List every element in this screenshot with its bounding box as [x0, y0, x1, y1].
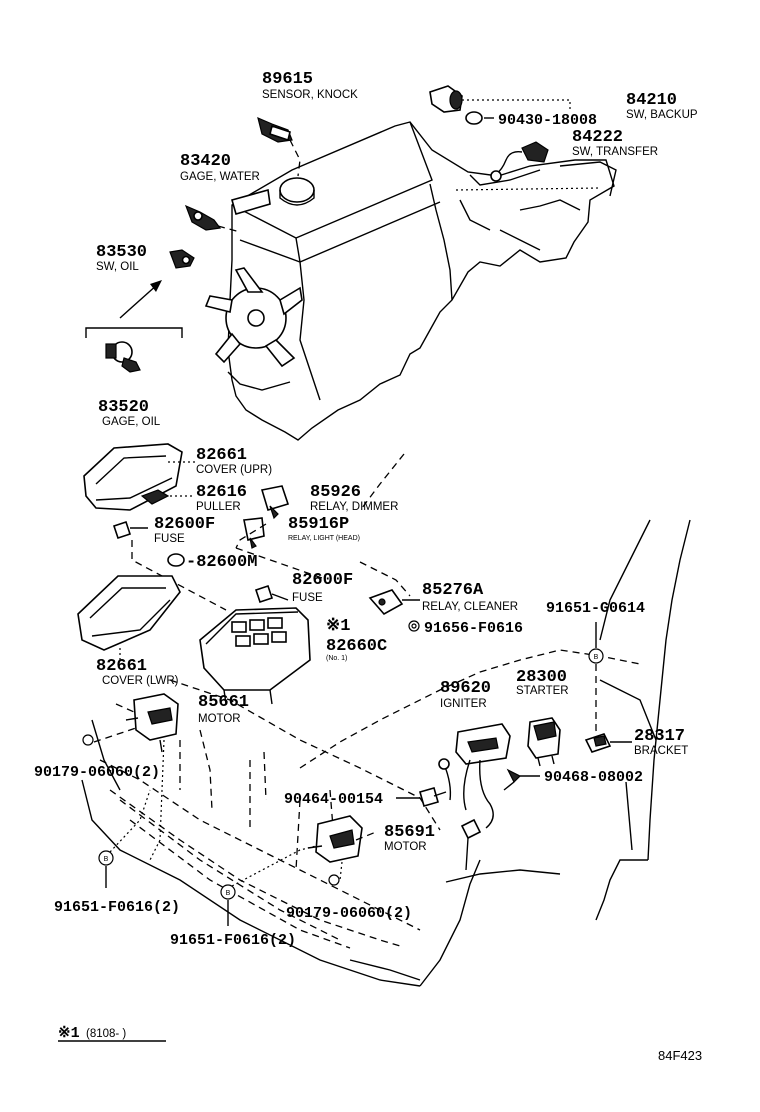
part-name-backup-switch: SW, BACKUP: [626, 109, 698, 121]
footnote-mark: ※1: [58, 1025, 80, 1042]
footnote-text: (8108- ): [86, 1028, 126, 1040]
bolt-marker-icon: B: [98, 850, 114, 866]
part-name-transfer-switch: SW, TRANSFER: [572, 146, 658, 158]
puller-icon: [140, 489, 194, 505]
part-number-91651-F0616-a: 91651-F0616(2): [54, 899, 180, 916]
headlight-cleaner-motor-icon: [125, 693, 179, 753]
part-number-91651-G0614: 91651-G0614: [546, 600, 645, 617]
bracket-icon: [584, 733, 612, 753]
part-number-91651-F0616-b: 91651-F0616(2): [170, 932, 296, 949]
fuse-block-icon: [199, 607, 311, 705]
part-name-water-gage: GAGE, WATER: [180, 171, 260, 183]
part-number-90464: 90464-00154: [284, 791, 383, 808]
part-number-85691: 85691: [384, 823, 435, 842]
clip-icon: [503, 768, 522, 791]
washer-icon: [82, 734, 340, 886]
knock-sensor-icon: [257, 116, 293, 143]
svg-text:B: B: [104, 856, 109, 863]
part-name-igniter: IGNITER: [440, 698, 487, 710]
starter-icon: [527, 717, 561, 767]
applicability-mark: ※1: [326, 617, 350, 636]
part-name-fuse-a: FUSE: [154, 533, 185, 545]
part-name-motor-a: MOTOR: [198, 713, 241, 725]
part-name-knock-sensor: SENSOR, KNOCK: [262, 89, 358, 101]
part-number-82600F-a: 82600F: [154, 515, 215, 534]
part-name-cleaner-relay: RELAY, CLEANER: [422, 601, 518, 613]
fan-icon: [204, 267, 303, 368]
vehicle-body-illustration: [81, 519, 691, 987]
dimmer-relay-icon: [260, 485, 290, 520]
part-name-oil-gage: GAGE, OIL: [102, 416, 161, 428]
fuse-icon: [112, 520, 148, 540]
backup-switch-icon: [429, 85, 463, 113]
part-name-fuse-block: (No. 1): [326, 655, 347, 662]
part-number-91656: 91656-F0616: [424, 620, 523, 637]
part-number-90430: 90430-18008: [498, 112, 597, 129]
part-number-89620: 89620: [440, 679, 491, 698]
part-name-headlight-relay: RELAY, LIGHT (HEAD): [288, 535, 360, 542]
fuse-icon: [254, 584, 274, 604]
part-name-starter: STARTER: [516, 685, 569, 697]
igniter-icon: [438, 723, 511, 871]
cleaner-relay-icon: [368, 589, 404, 616]
part-name-puller: PULLER: [196, 501, 241, 513]
part-name-bracket: BRACKET: [634, 745, 688, 757]
part-number-84210: 84210: [626, 91, 677, 110]
part-number-82661-upper: 82661: [196, 446, 247, 465]
nut-icon: [408, 620, 420, 632]
part-name-oil-switch: SW, OIL: [96, 261, 139, 273]
cover-upper-icon: [83, 443, 196, 511]
part-number-82616: 82616: [196, 483, 247, 502]
bolt-marker-icon: B: [588, 648, 604, 664]
headlight-relay-icon: [243, 517, 265, 549]
gasket-icon: [465, 111, 483, 125]
part-name-fuse-b: FUSE: [292, 592, 323, 604]
part-name-motor-b: MOTOR: [384, 841, 427, 853]
engine-illustration: [204, 121, 617, 441]
oil-gage-icon: [105, 341, 141, 373]
part-number-90179-a: 90179-06060(2): [34, 764, 160, 781]
svg-text:B: B: [594, 654, 599, 661]
part-name-cover-upper: COVER (UPR): [196, 464, 272, 476]
transfer-switch-icon: [490, 141, 549, 182]
part-number-85276A: 85276A: [422, 581, 484, 600]
part-number-85916P: 85916P: [288, 515, 349, 534]
part-number-82600M: -82600M: [186, 553, 257, 572]
part-number-82661-lower: 82661: [96, 657, 147, 676]
water-gage-icon: [184, 204, 222, 231]
part-number-84222: 84222: [572, 128, 623, 147]
headlight-cleaner-motor-icon: [307, 815, 363, 863]
oil-switch-icon: [169, 249, 195, 269]
part-name-dimmer-relay: RELAY, DIMMER: [310, 501, 398, 513]
part-number-83530: 83530: [96, 243, 147, 262]
bolt-marker-icon: B: [220, 884, 236, 900]
part-name-cover-lower: COVER (LWR): [102, 675, 179, 687]
part-number-89615: 89615: [262, 70, 313, 89]
part-number-90468: 90468-08002: [544, 769, 643, 786]
part-number-83420: 83420: [180, 152, 231, 171]
part-number-28317: 28317: [634, 727, 685, 746]
part-number-82600F-b: 82600F: [292, 571, 353, 590]
figure-code: 84F423: [658, 1048, 702, 1063]
part-number-28300: 28300: [516, 668, 567, 687]
part-number-90179-b: 90179-06060(2): [286, 905, 412, 922]
svg-text:B: B: [226, 890, 231, 897]
cover-lower-icon: [77, 575, 181, 660]
clamp-icon: [419, 787, 447, 807]
arrow-icon: [119, 280, 162, 319]
part-number-82660C: 82660C: [326, 637, 387, 656]
fuse-clip-icon: [167, 553, 185, 567]
part-number-83520: 83520: [98, 398, 149, 417]
part-number-85661: 85661: [198, 693, 249, 712]
part-number-85926: 85926: [310, 483, 361, 502]
